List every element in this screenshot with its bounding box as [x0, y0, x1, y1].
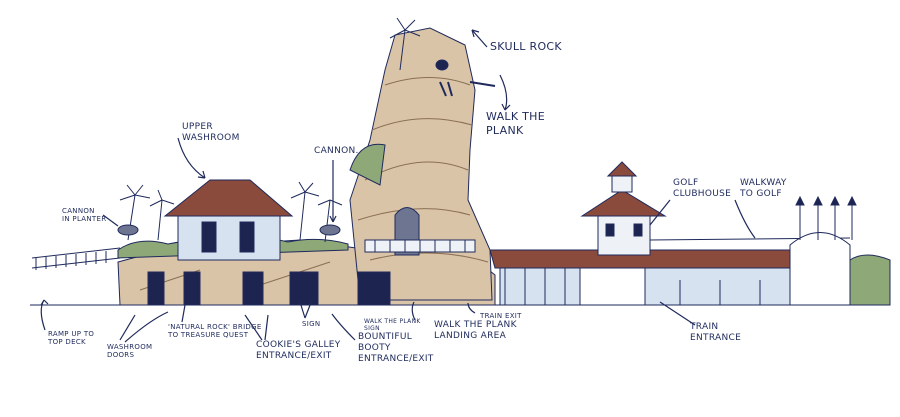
rock-bridge	[364, 239, 476, 253]
label-washroom-doors: Washroom Doors	[107, 343, 153, 359]
annotation-arrows	[40, 29, 756, 343]
label-skull-rock: Skull Rock	[490, 40, 562, 53]
label-walk-the-plank: Walk the Plank	[486, 110, 545, 137]
torches	[795, 195, 857, 240]
label-landing-area: Walk the Plank Landing Area	[434, 320, 517, 341]
label-sign: Sign	[302, 320, 321, 328]
plank	[469, 81, 496, 87]
label-walkway-to-golf: Walkway to Golf	[740, 178, 787, 199]
label-train-entrance: Train Entrance	[690, 322, 742, 343]
label-golf-clubhouse: Golf Clubhouse	[673, 178, 732, 199]
label-cookies-galley: Cookie's Galley Entrance/Exit	[256, 340, 341, 361]
label-train-exit: Train Exit	[480, 312, 522, 320]
doors	[147, 271, 391, 306]
left-fence	[31, 247, 121, 270]
label-walk-the-plank-sign: Walk the Plank Sign	[364, 318, 421, 332]
upper-washroom	[163, 179, 294, 261]
cannon-deck	[319, 224, 341, 236]
label-cannon-in-planter: Cannon in Planter	[62, 207, 107, 223]
label-bountiful-booty: Bountiful Booty Entrance/Exit	[358, 332, 434, 364]
cannon-planter	[117, 224, 139, 236]
label-cannon: Cannon.	[314, 146, 359, 156]
golf-clubhouse	[580, 161, 667, 256]
label-natural-rock-bridge: 'Natural Rock' Bridge to Treasure Quest	[168, 323, 262, 339]
label-ramp: Ramp up to Top Deck	[48, 330, 95, 346]
label-upper-washroom: Upper Washroom	[182, 122, 240, 143]
